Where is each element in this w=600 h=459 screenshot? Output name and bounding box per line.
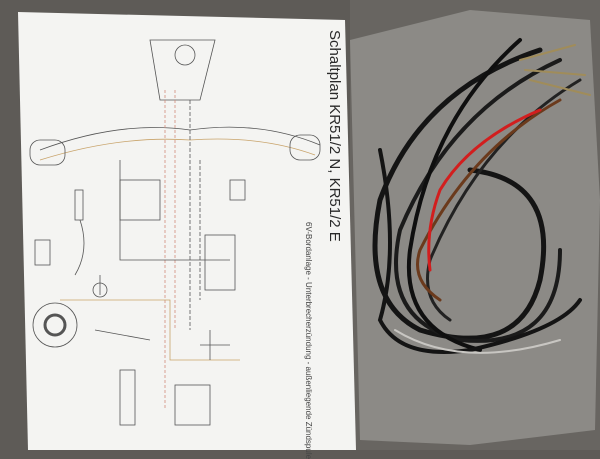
diagram-title: Schaltplan KR51/2 N, KR51/2 E bbox=[326, 30, 343, 242]
wiring-diagram-paper bbox=[18, 12, 356, 450]
wiring-harness bbox=[372, 38, 591, 354]
diagram-subtitle: 6V-Bordanlage - Unterbrecherzündung - au… bbox=[304, 222, 313, 459]
floor-shade bbox=[350, 0, 600, 450]
diagram-schematic bbox=[29, 39, 321, 426]
plastic-bag bbox=[350, 10, 600, 445]
